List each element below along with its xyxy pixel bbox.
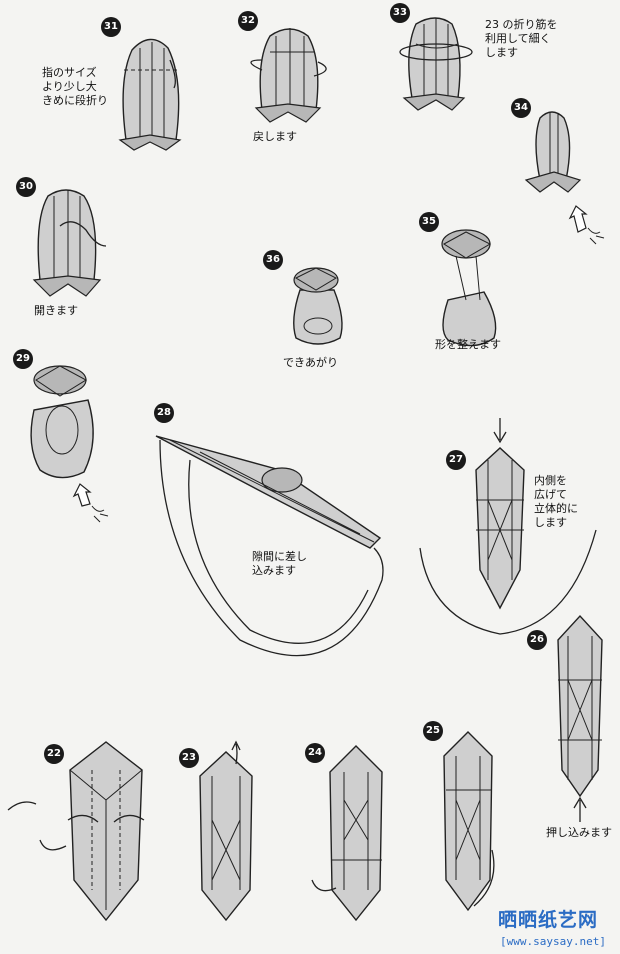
instruction-step-31: 指のサイズ より少し大 きめに段折り bbox=[42, 66, 108, 107]
step-number-24: 24 bbox=[305, 743, 325, 763]
figure-step-29 bbox=[30, 365, 109, 523]
instruction-step-35: 形を整えます bbox=[435, 338, 501, 351]
watermark-url: [www.saysay.net] bbox=[500, 935, 606, 948]
instruction-step-28: 隙間に差し 込みます bbox=[252, 550, 307, 577]
step-number-33: 33 bbox=[390, 3, 410, 23]
step-number-27: 27 bbox=[446, 450, 466, 470]
instruction-step-36: できあがり bbox=[283, 356, 338, 369]
figure-step-24 bbox=[311, 745, 383, 922]
figure-step-31 bbox=[118, 38, 182, 151]
step-number-32: 32 bbox=[238, 11, 258, 31]
watermark-site-name: 晒晒纸艺网 bbox=[497, 909, 598, 931]
step-number-25: 25 bbox=[423, 721, 443, 741]
figure-step-35 bbox=[441, 229, 497, 347]
instruction-step-32: 戻します bbox=[253, 130, 297, 143]
figure-step-22 bbox=[7, 741, 145, 922]
step-number-26: 26 bbox=[527, 630, 547, 650]
figure-step-32 bbox=[250, 28, 327, 123]
step-number-30: 30 bbox=[16, 177, 36, 197]
step-number-34: 34 bbox=[511, 98, 531, 118]
figure-step-33 bbox=[399, 17, 473, 111]
step-number-28: 28 bbox=[154, 403, 174, 423]
instruction-step-26: 押し込みます bbox=[546, 826, 612, 839]
step-number-29: 29 bbox=[13, 349, 33, 369]
step-number-36: 36 bbox=[263, 250, 283, 270]
figure-step-23 bbox=[199, 740, 253, 922]
figure-step-30 bbox=[32, 189, 107, 297]
step-number-22: 22 bbox=[44, 744, 64, 764]
step-number-35: 35 bbox=[419, 212, 439, 232]
instruction-step-27: 内側を 広げて 立体的に します bbox=[534, 474, 578, 529]
figure-step-26 bbox=[557, 614, 603, 822]
figure-step-34 bbox=[524, 111, 605, 245]
instruction-step-33: 23 の折り筋を 利用して細く します bbox=[485, 18, 558, 59]
figure-step-25 bbox=[443, 731, 495, 912]
step-number-31: 31 bbox=[101, 17, 121, 37]
figure-step-28 bbox=[155, 435, 384, 657]
figure-step-27 bbox=[419, 418, 597, 635]
step-number-23: 23 bbox=[179, 748, 199, 768]
instruction-step-30: 開きます bbox=[34, 304, 78, 317]
figure-step-36 bbox=[293, 267, 343, 345]
